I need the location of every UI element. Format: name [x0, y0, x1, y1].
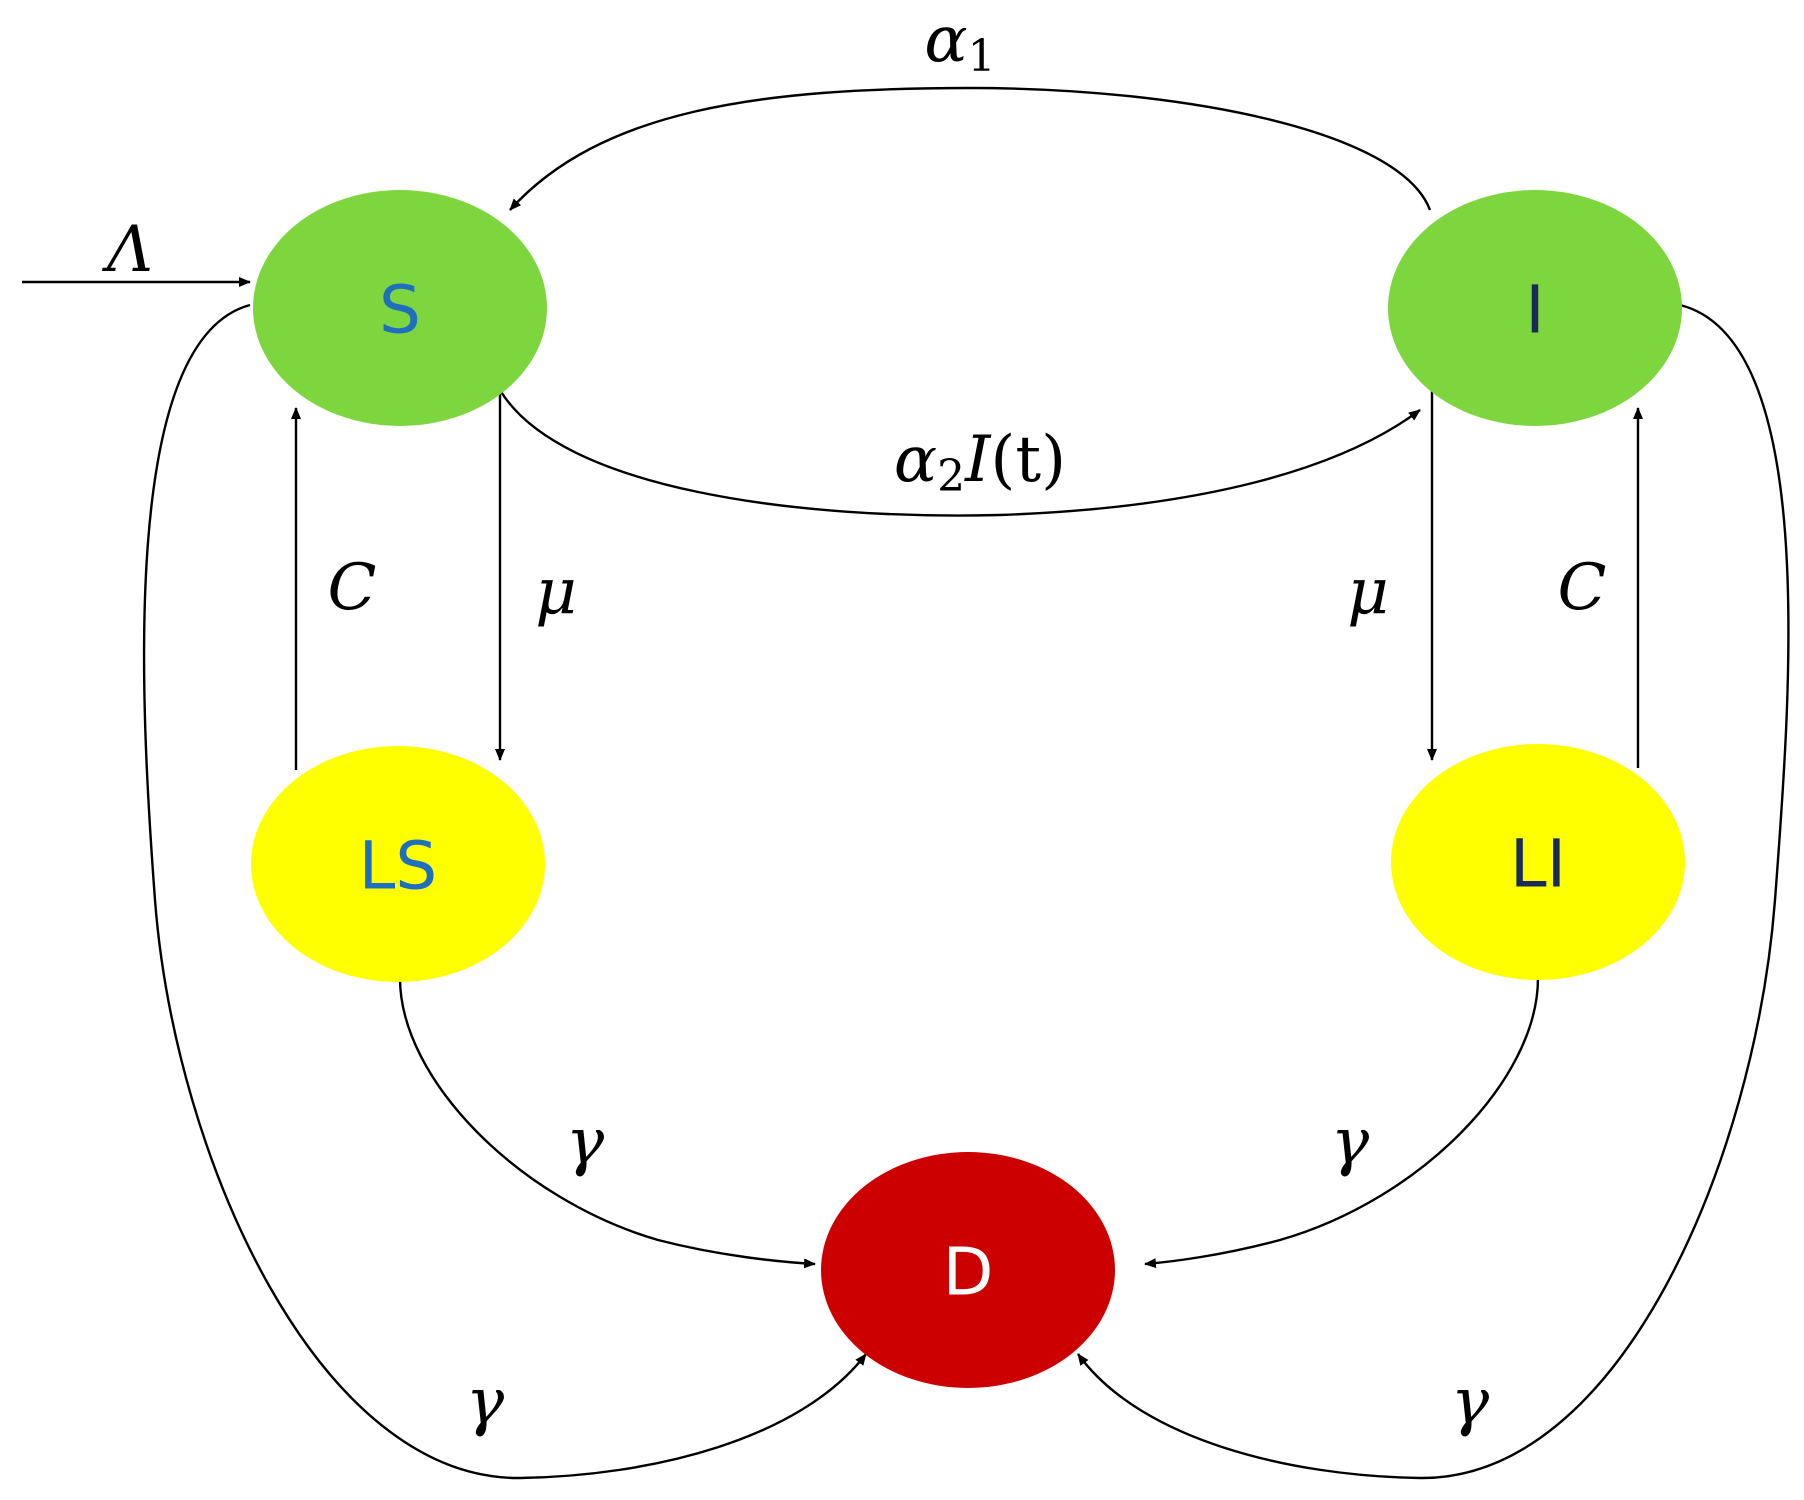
rate-labels: Λ α1 α2I(t) C μ μ C γ γ γ γ — [102, 3, 1607, 1439]
node-ls-shape — [251, 746, 545, 982]
node-ls-label: LS — [359, 828, 438, 905]
node-li: LI — [1391, 744, 1685, 980]
rate-alpha2-label: α2I(t) — [894, 423, 1066, 502]
node-ls: LS — [251, 746, 545, 982]
alpha1-symbol: α — [924, 3, 967, 77]
rate-lambda-label: Λ — [102, 213, 153, 287]
alpha2-variable: I — [964, 423, 992, 497]
rate-c-left-label: C — [328, 551, 377, 625]
edge-s-to-d-gamma — [142, 303, 867, 1480]
node-li-shape — [1391, 744, 1685, 980]
node-s: S — [253, 190, 547, 426]
edge-ls-to-d-gamma — [398, 977, 816, 1269]
edges — [22, 86, 1790, 1480]
node-li-label: LI — [1510, 826, 1566, 903]
node-d-shape — [821, 1152, 1115, 1388]
node-i-label: I — [1525, 272, 1544, 349]
rate-gamma-ls-d-label: γ — [566, 1105, 605, 1179]
rate-gamma-li-d-label: γ — [1331, 1105, 1370, 1179]
node-d: D — [821, 1152, 1115, 1388]
edge-s-to-i-alpha2 — [498, 389, 1421, 517]
rate-c-right-label: C — [1558, 551, 1607, 625]
node-s-shape — [253, 190, 547, 426]
node-s-label: S — [379, 272, 421, 349]
node-d-label: D — [943, 1234, 994, 1311]
edge-i-to-s-alpha1 — [509, 86, 1432, 211]
rate-alpha1-label: α1 — [924, 3, 995, 82]
alpha1-subscript: 1 — [968, 31, 996, 82]
rate-mu-left-label: μ — [535, 555, 577, 629]
node-i-shape — [1388, 190, 1682, 426]
alpha2-argument: (t) — [990, 423, 1066, 497]
alpha2-symbol: α — [894, 423, 937, 497]
edge-i-to-d-gamma — [1077, 303, 1790, 1480]
rate-mu-right-label: μ — [1347, 555, 1389, 629]
node-i: I — [1388, 190, 1682, 426]
edge-li-to-d-gamma — [1144, 977, 1540, 1269]
alpha2-subscript: 2 — [937, 451, 965, 502]
rate-gamma-i-d-label: γ — [1451, 1365, 1490, 1439]
rate-gamma-s-d-label: γ — [466, 1365, 505, 1439]
